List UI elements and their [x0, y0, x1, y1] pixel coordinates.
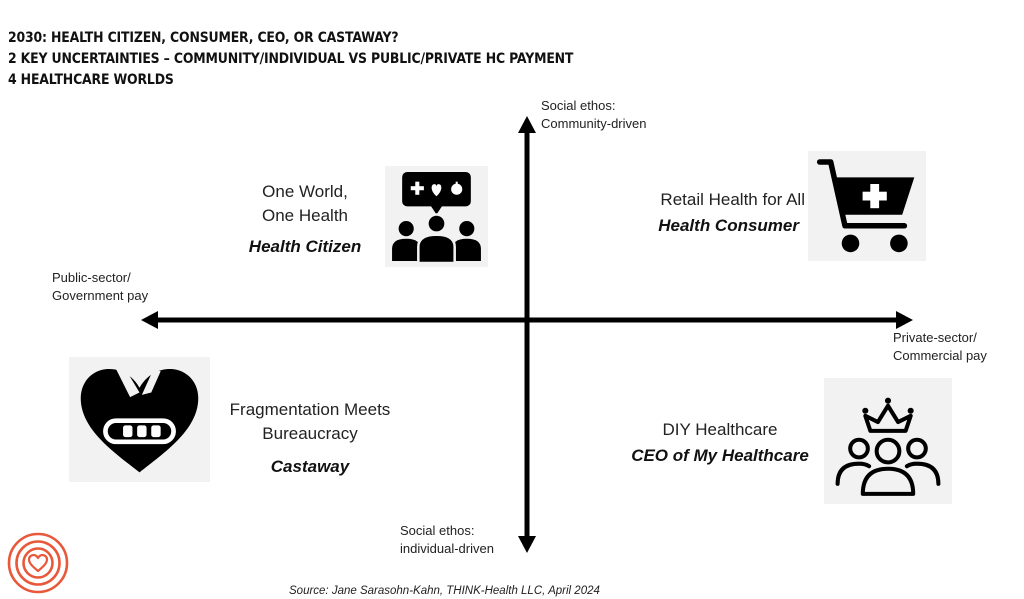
header-line-3: 4 healthcare worlds [8, 72, 174, 88]
quadrant-bottom-left: Fragmentation Meets Bureaucracy Castaway [210, 398, 410, 479]
header-line-1: 2030: Health citizen, consumer, CEO, or … [8, 30, 399, 46]
header-line-2: 2 key uncertainties – Community/individu… [8, 51, 574, 67]
quadrant-title-line-2: Bureaucracy [262, 424, 358, 443]
quadrant-top-left: One World, One Health Health Citizen [240, 180, 370, 259]
axis-arrow-right [896, 311, 913, 329]
community-chat-icon [385, 166, 488, 267]
header: 2030: Health citizen, consumer, CEO, or … [8, 28, 665, 91]
axis-arrow-up [518, 116, 536, 133]
crowned-group-icon [824, 378, 952, 504]
shopping-cart-cross-icon [808, 151, 926, 261]
quadrant-title-line-1: Fragmentation Meets [229, 400, 391, 419]
concentric-heart-logo [7, 532, 69, 594]
quadrant-persona: Castaway [270, 457, 350, 476]
quadrant-persona: Health Consumer [658, 216, 799, 235]
axis-label-left: Public-sector/ Government pay [52, 270, 149, 303]
axis-label-right: Private-sector/ Commercial pay [893, 330, 987, 363]
quadrant-title: Retail Health for All [660, 190, 805, 209]
quadrant-persona: Health Citizen [248, 237, 362, 256]
quadrant-title-line-2: One Health [262, 206, 348, 225]
quadrant-title: DIY Healthcare [662, 420, 778, 439]
quadrant-persona: CEO of My Healthcare [631, 446, 809, 465]
quadrant-title-line-1: One World, [262, 182, 348, 201]
axis-arrow-down [518, 536, 536, 553]
axis-label-top: Social ethos: Community-driven [541, 98, 647, 131]
source-citation: Source: Jane Sarasohn-Kahn, THINK-Health… [289, 585, 600, 597]
broken-heart-bandage-icon [69, 357, 210, 482]
axis-arrow-left [141, 311, 158, 329]
axis-label-bottom: Social ethos: individual-driven [400, 523, 494, 556]
quadrant-bottom-right: DIY Healthcare CEO of My Healthcare [610, 418, 830, 468]
quadrant-top-right: Retail Health for All Health Consumer [600, 188, 805, 238]
